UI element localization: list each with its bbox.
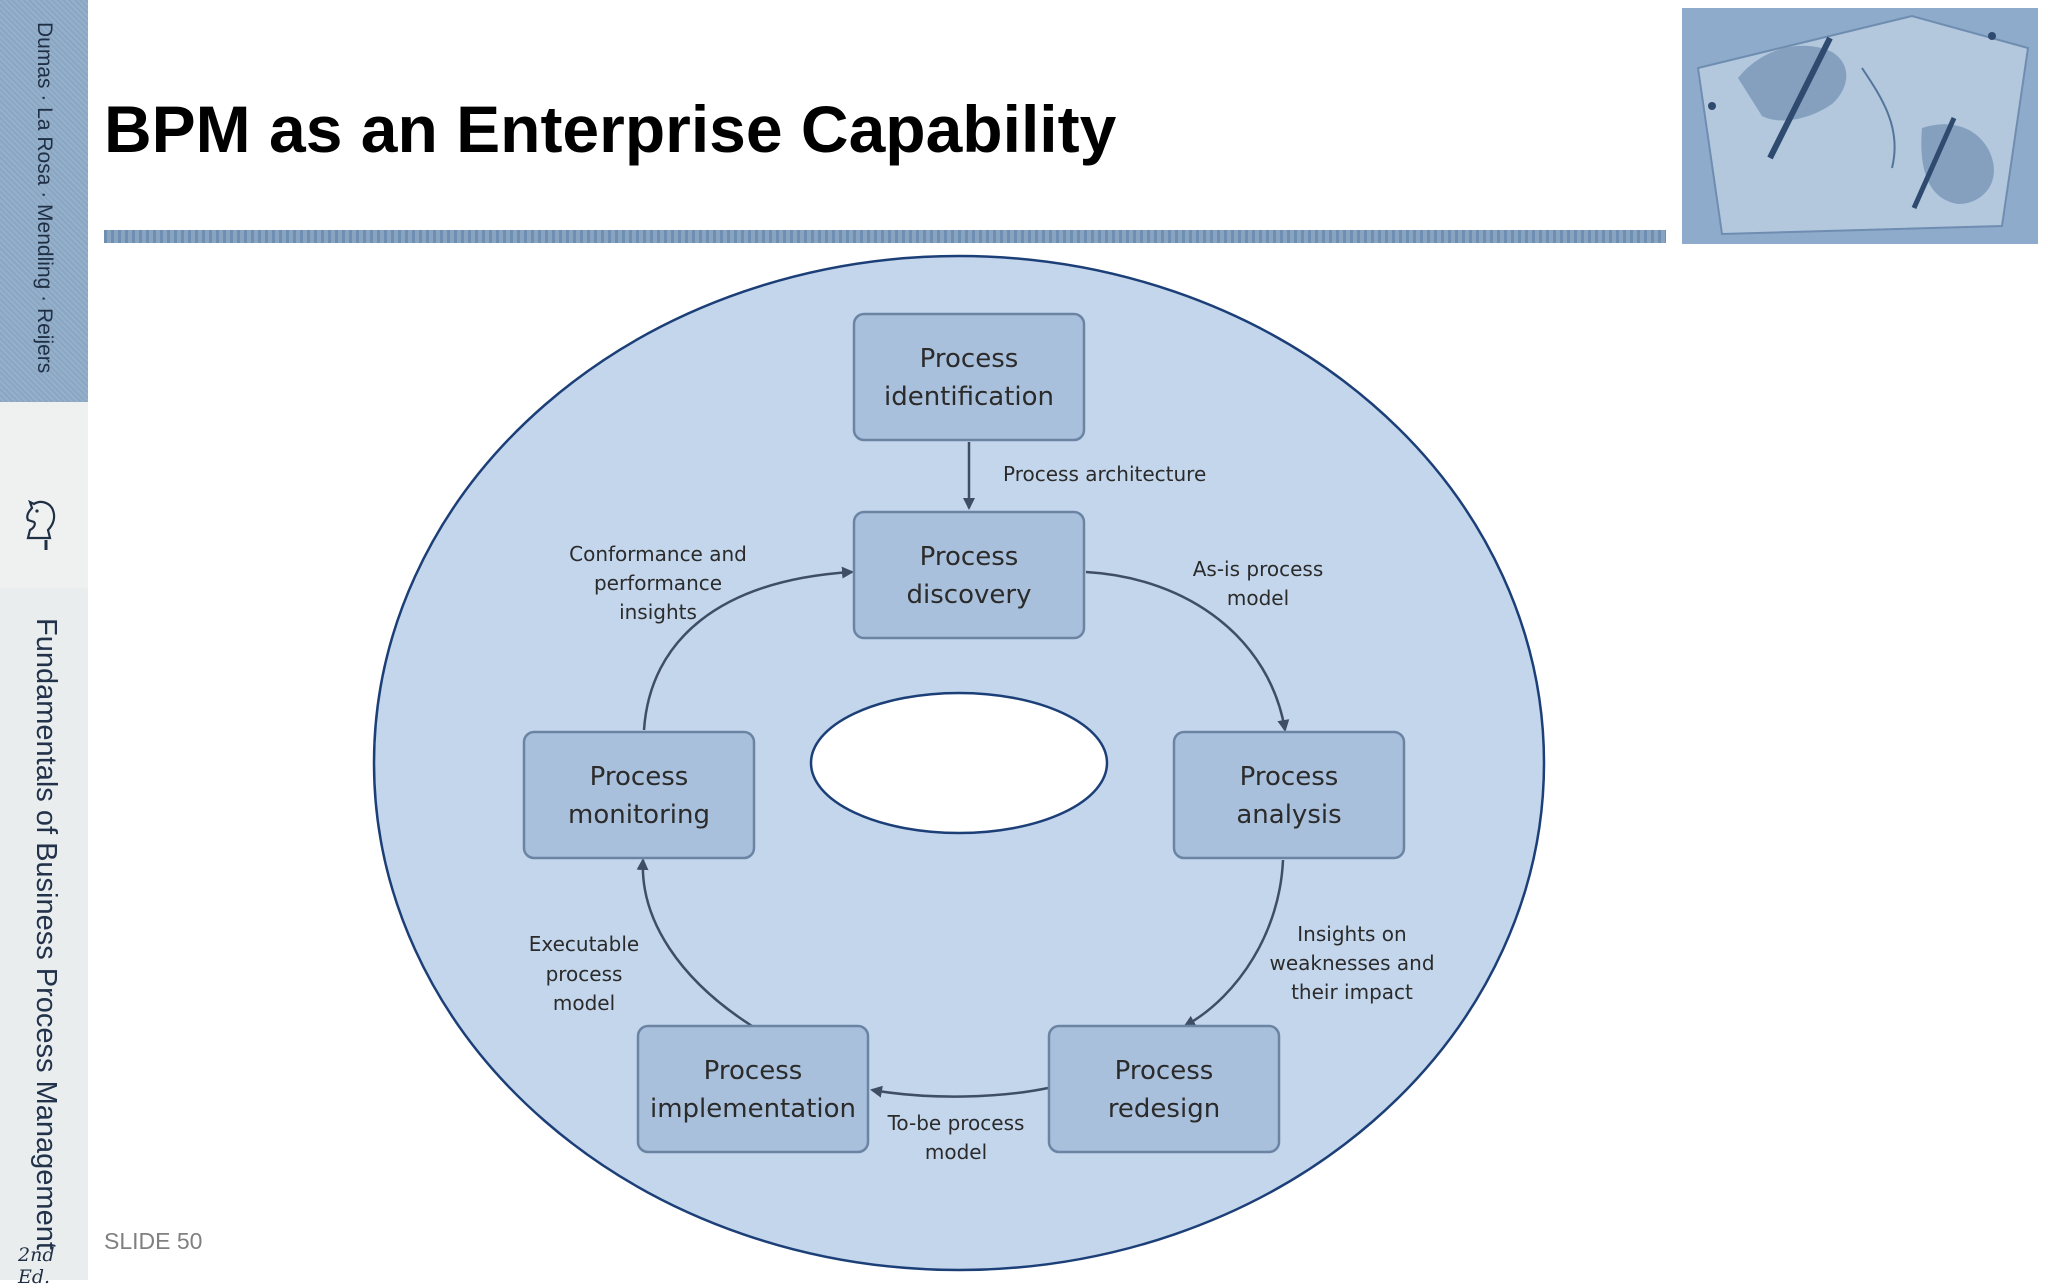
slide-number: SLIDE 50 (104, 1228, 203, 1254)
inner-hole (809, 691, 1109, 835)
drawing-hands-illustration (1682, 8, 2038, 244)
node-label-line: Process (590, 762, 689, 792)
edge-monitoring-to-discovery (642, 566, 854, 731)
edge-label-conformance-insights: Conformance and performance insights (569, 542, 747, 624)
edge-label-line: model (553, 991, 615, 1015)
edge-label-line: model (1227, 586, 1289, 610)
edge-label-line: model (925, 1140, 987, 1164)
edge-label-line: Conformance and (569, 542, 747, 566)
node-label-line: monitoring (568, 800, 710, 830)
edge-label-line: Executable (529, 932, 640, 956)
edge-implementation-to-monitoring (636, 858, 753, 1028)
node-label-line: Process (1240, 762, 1339, 792)
edge-label-process-architecture: Process architecture (1003, 462, 1206, 486)
edge-label-line: their impact (1291, 980, 1413, 1004)
node-label-line: identification (884, 382, 1054, 412)
title-divider (104, 230, 1666, 243)
node-label-line: Process (920, 542, 1019, 572)
edge-label-line: Process architecture (1003, 462, 1206, 486)
edge-label-line: weaknesses and (1269, 951, 1434, 975)
edge-label-line: Insights on (1297, 922, 1406, 946)
edge-label-as-is-process-model: As-is process model (1193, 557, 1324, 610)
edge-label-line: process (546, 962, 623, 986)
slide-title: BPM as an Enterprise Capability (104, 92, 1117, 166)
edge-label-line: To-be process (887, 1111, 1025, 1135)
node-process-implementation: Process implementation (636, 1024, 870, 1154)
node-label-line: Process (920, 344, 1019, 374)
edge-discovery-to-analysis (1085, 570, 1290, 732)
edge-label-line: As-is process (1193, 557, 1324, 581)
edge-redesign-to-implementation (870, 1085, 1049, 1098)
node-label-line: implementation (650, 1094, 856, 1124)
edge-label-line: performance (594, 571, 722, 595)
node-process-redesign: Process redesign (1047, 1024, 1281, 1154)
node-label-line: redesign (1108, 1094, 1220, 1124)
edge-label-line: insights (619, 600, 697, 624)
node-label-line: analysis (1236, 800, 1341, 830)
drawing-hands-image (1682, 8, 2038, 244)
node-label-line: discovery (907, 580, 1032, 610)
sidebar-logo-area (0, 402, 88, 588)
node-process-discovery: Process discovery (852, 510, 1086, 640)
node-process-identification: Process identification (852, 312, 1086, 442)
sidebar: Dumas · La Rosa · Mendling · Reijers Fun… (0, 0, 88, 1288)
edge-label-insights-on-weaknesses: Insights on weaknesses and their impact (1269, 922, 1434, 1004)
sidebar-spine (0, 588, 88, 1280)
edge-label-to-be-process-model: To-be process model (887, 1111, 1025, 1164)
knight-logo-icon (26, 499, 56, 550)
node-process-analysis: Process analysis (1172, 730, 1406, 860)
node-process-monitoring: Process monitoring (522, 730, 756, 860)
edge-label-executable-process-model: Executable process model (529, 932, 640, 1015)
edge-analysis-to-redesign (1183, 859, 1285, 1028)
node-label-line: Process (1115, 1056, 1214, 1086)
sidebar-cover-texture (0, 0, 88, 402)
node-label-line: Process (704, 1056, 803, 1086)
